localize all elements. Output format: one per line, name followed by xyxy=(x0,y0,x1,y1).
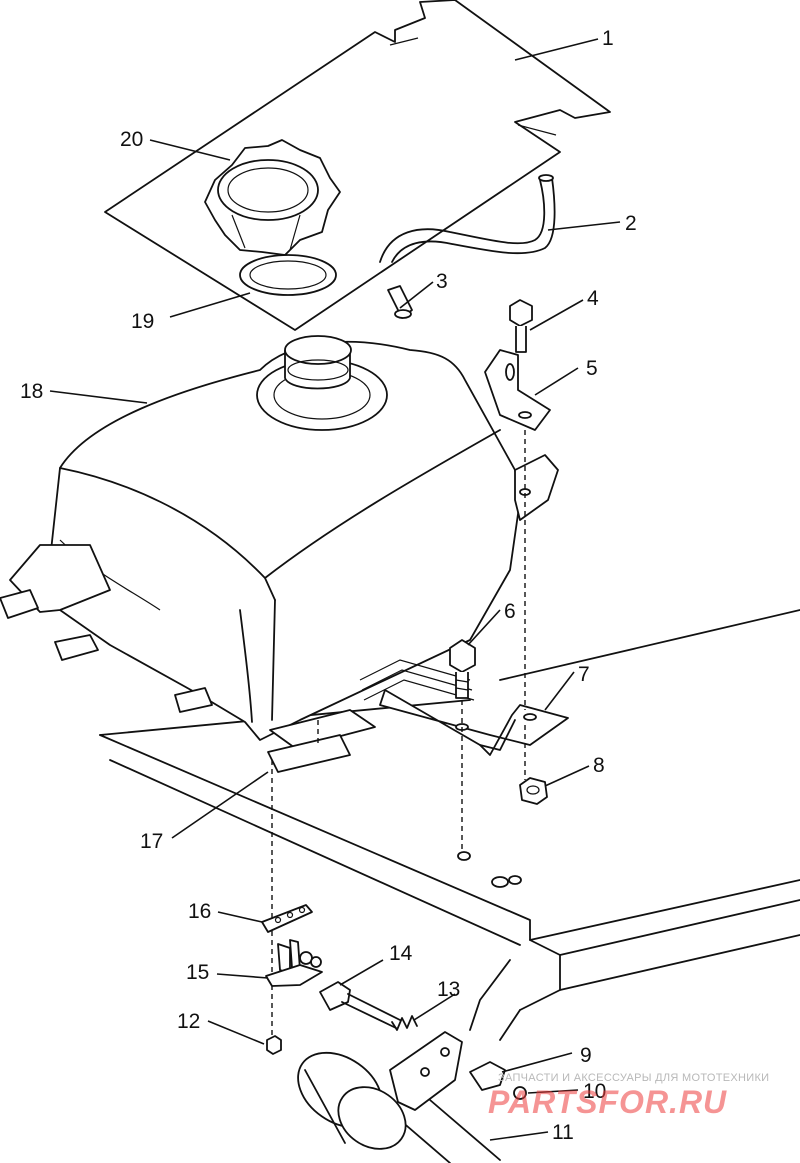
callout-15: 15 xyxy=(186,961,209,984)
callout-7: 7 xyxy=(578,663,590,686)
callout-6: 6 xyxy=(504,600,516,623)
frame xyxy=(99,609,800,1163)
watermark-brand: PARTSFOR.RU xyxy=(488,1084,727,1120)
leader-lines xyxy=(49,38,621,1141)
bolt-part-6 xyxy=(449,639,476,699)
mounting-bracket-part-7 xyxy=(379,689,569,756)
callout-17: 17 xyxy=(140,830,163,853)
nut-part-8 xyxy=(519,777,548,805)
callout-13: 13 xyxy=(437,978,460,1001)
seal-ring-part-19 xyxy=(239,254,337,296)
watermark-tagline: ЗАПЧАСТИ И АКСЕССУАРЫ ДЛЯ МОТОТЕХНИКИ xyxy=(498,1072,769,1084)
callout-16: 16 xyxy=(188,900,211,923)
plate-part-16 xyxy=(261,904,313,933)
pad-part-17 xyxy=(267,709,376,773)
callout-11: 11 xyxy=(552,1121,574,1144)
spring-part-13 xyxy=(391,1015,418,1031)
alignment-lines xyxy=(271,430,526,1035)
valve-mount-bracket xyxy=(389,1031,463,1111)
fuel-valve-part-15 xyxy=(265,939,323,987)
panel-part-1 xyxy=(104,0,611,331)
callout-1: 1 xyxy=(602,27,614,50)
bracket-part-5 xyxy=(484,349,551,431)
callout-3: 3 xyxy=(436,270,448,293)
callout-12: 12 xyxy=(177,1010,200,1033)
screw-part-10 xyxy=(513,1086,527,1100)
vent-fitting-part-3 xyxy=(387,285,413,319)
watermark: ЗАПЧАСТИ И АКСЕССУАРЫ ДЛЯ МОТОТЕХНИКИ PA… xyxy=(488,1072,769,1120)
fuel-tank-part-18 xyxy=(0,335,559,741)
callout-labels: 1 2 3 4 5 6 7 8 9 10 11 12 13 14 15 16 1… xyxy=(20,27,637,1144)
callout-14: 14 xyxy=(389,942,413,965)
screw-part-12 xyxy=(266,1035,282,1055)
vent-hose-part-2 xyxy=(379,174,556,263)
callout-2: 2 xyxy=(625,212,637,235)
callout-18: 18 xyxy=(20,380,43,403)
callout-19: 19 xyxy=(131,310,154,333)
callout-20: 20 xyxy=(120,128,143,151)
frame-tube-part-11 xyxy=(297,1051,407,1150)
callout-4: 4 xyxy=(587,287,599,310)
callout-8: 8 xyxy=(593,754,605,777)
fuel-cap-part-20 xyxy=(204,139,341,256)
callout-5: 5 xyxy=(586,357,598,380)
fitting-part-14 xyxy=(319,981,401,1029)
bolt-part-4 xyxy=(509,299,533,353)
callout-10: 10 xyxy=(583,1080,606,1103)
callout-9: 9 xyxy=(580,1044,592,1067)
clamp-part-9 xyxy=(469,1061,506,1091)
